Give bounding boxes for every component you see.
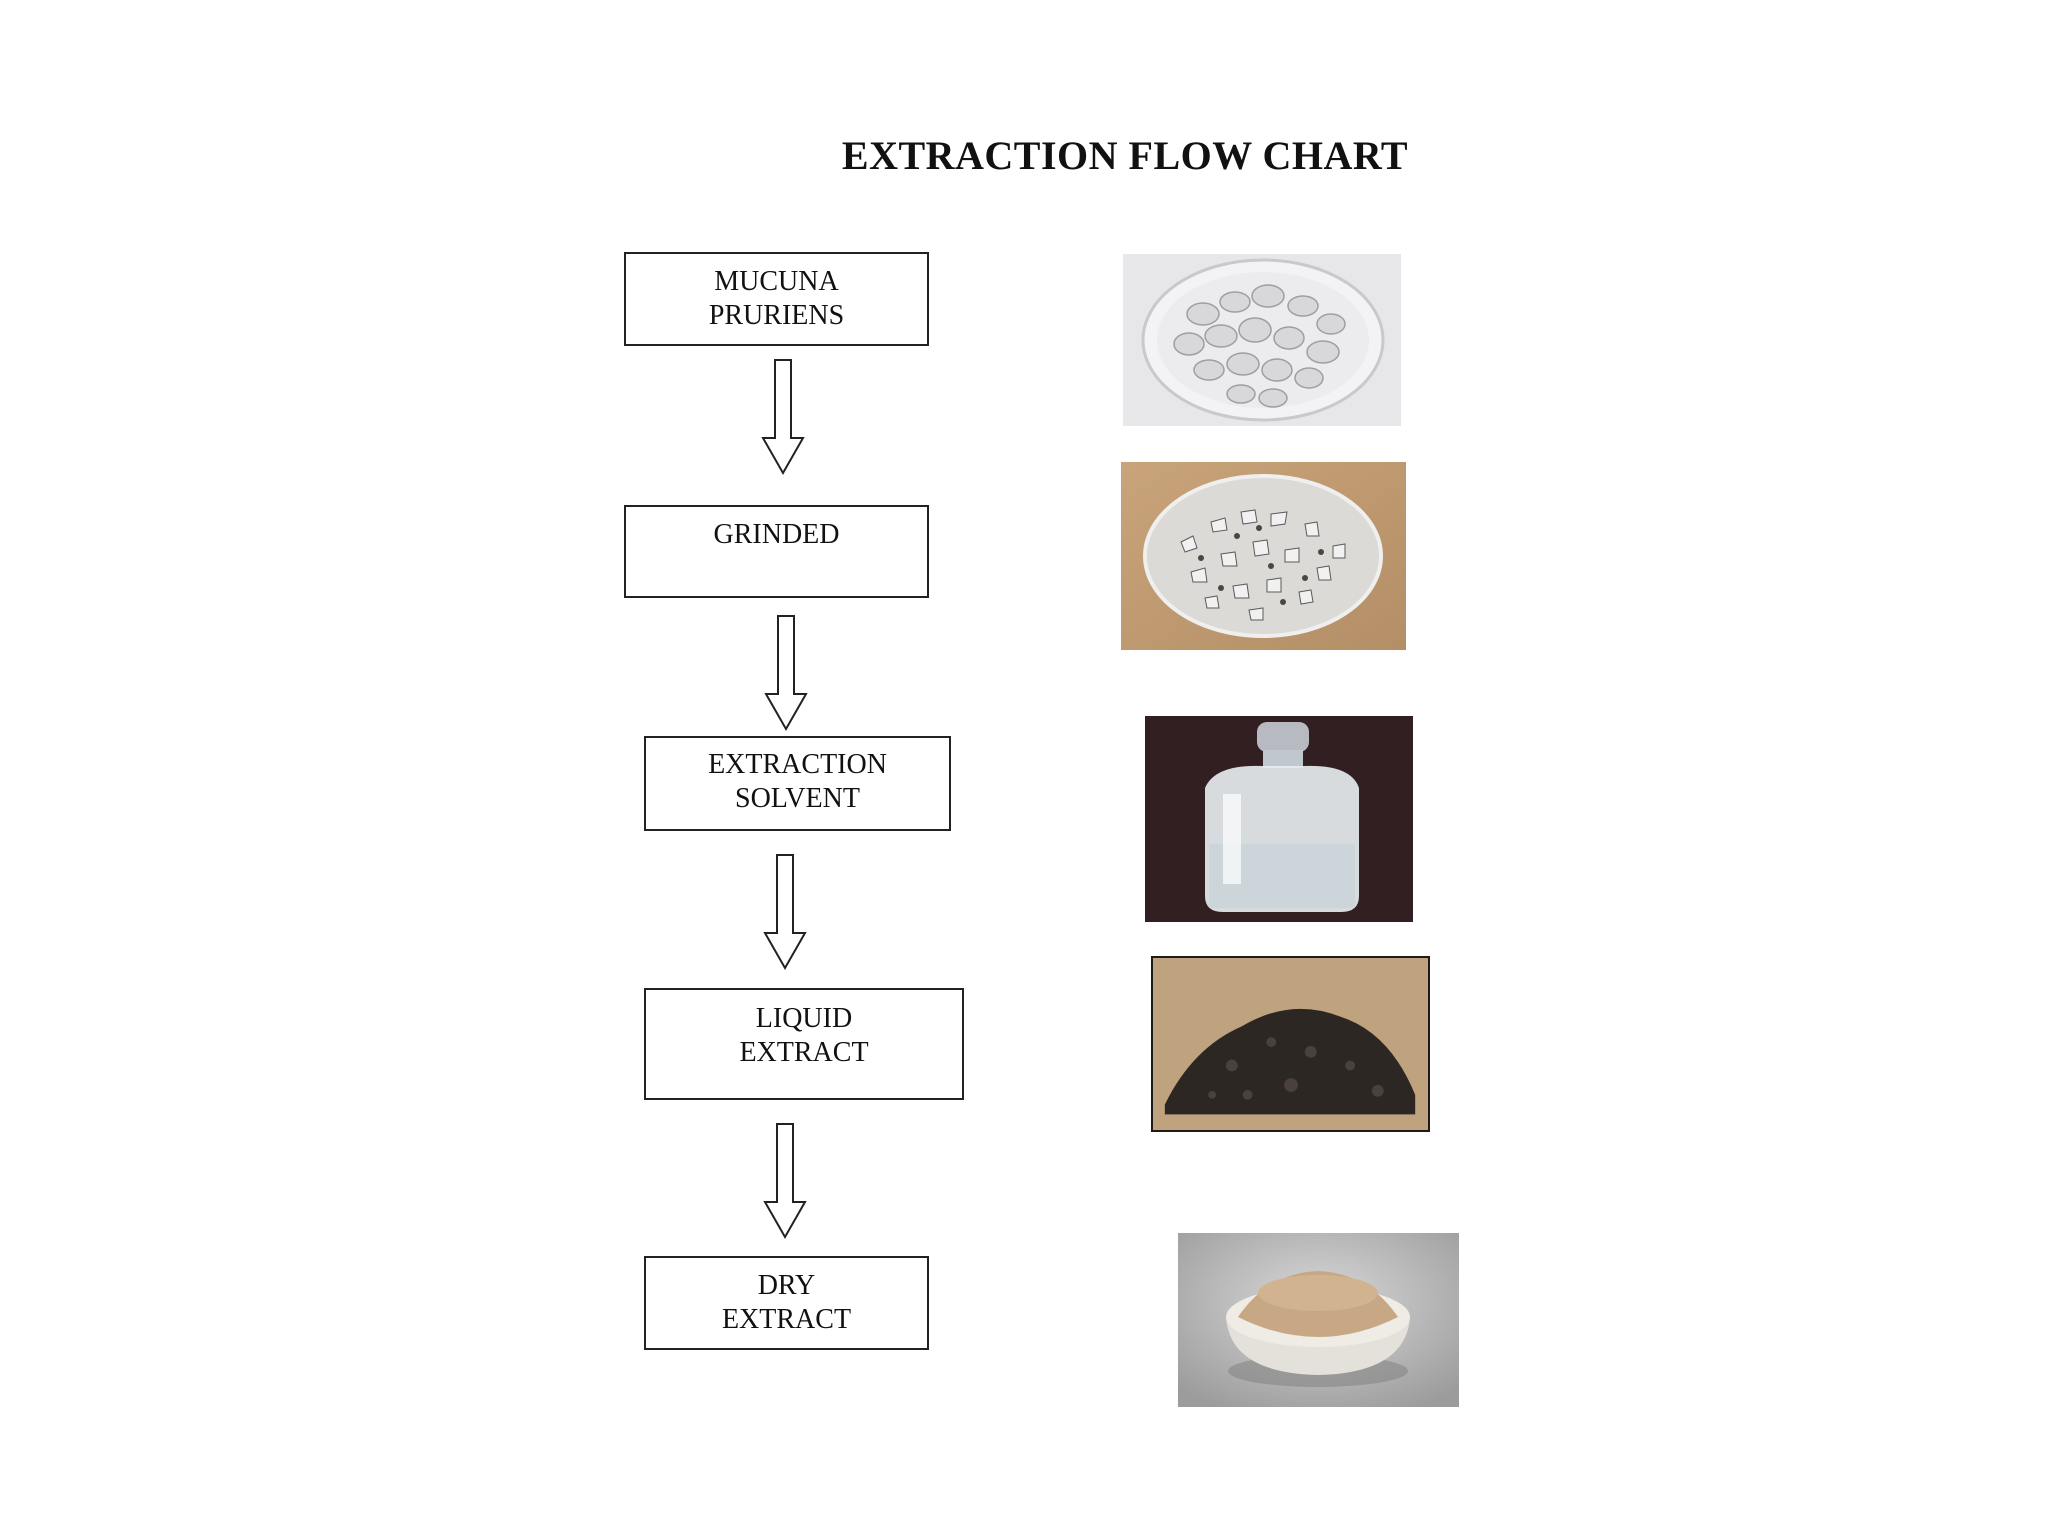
down-arrow-icon [763, 854, 807, 971]
down-arrow-icon [761, 359, 805, 476]
whole-seeds-in-petri-dish-photo [1123, 254, 1401, 426]
dry-powder-bowl-photo [1178, 1233, 1459, 1407]
dark-wet-extract-photo [1151, 956, 1430, 1132]
step-label-line2: SOLVENT [735, 783, 860, 814]
step-label-line2: EXTRACT [721, 1304, 852, 1335]
ground-seeds-in-petri-dish-photo [1121, 462, 1406, 650]
step-box-dry-extract: DRY EXTRACT [644, 1256, 929, 1350]
step-label-line1: EXTRACTION [708, 749, 887, 780]
step-box-extraction-solvent: EXTRACTION SOLVENT [644, 736, 951, 831]
step-label-line1: MUCUNA [714, 266, 839, 297]
chart-title: EXTRACTION FLOW CHART [841, 133, 1409, 178]
step-box-mucuna-pruriens: MUCUNA PRURIENS [624, 252, 929, 346]
step-box-grinded: GRINDED [624, 505, 929, 598]
down-arrow-icon [764, 615, 808, 732]
step-label-line1: LIQUID [755, 1003, 853, 1034]
down-arrow-icon [763, 1123, 807, 1240]
step-label-line2: EXTRACT [739, 1037, 869, 1068]
step-label-line1: DRY [757, 1270, 816, 1301]
step-box-liquid-extract: LIQUID EXTRACT [644, 988, 964, 1100]
step-label-line1: GRINDED [713, 519, 840, 550]
solvent-bottle-photo [1145, 716, 1413, 922]
step-label-line2: PRURIENS [708, 300, 845, 331]
